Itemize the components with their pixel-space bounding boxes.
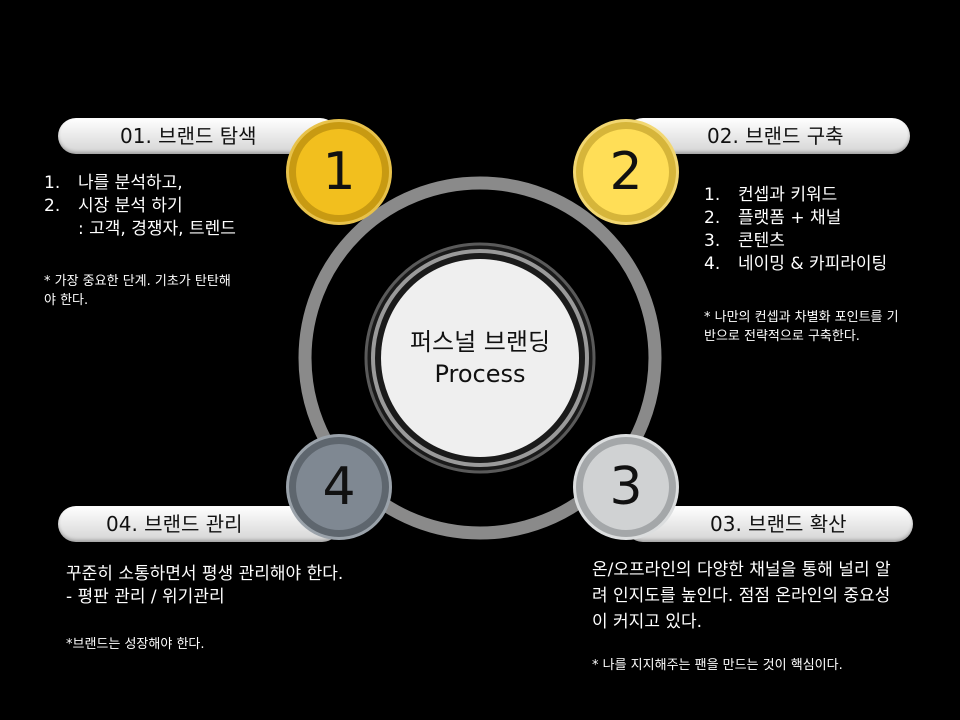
step1-number: 1: [322, 142, 356, 202]
center-circle: 퍼스널 브랜딩 Process: [381, 259, 579, 457]
step1-badge: 1: [289, 122, 389, 222]
list-item: 3.콘텐츠: [704, 231, 785, 251]
step2-title-pill: 02. 브랜드 구축: [625, 118, 910, 154]
center-subtitle: Process: [434, 360, 526, 388]
step4-text: 꾸준히 소통하면서 평생 관리해야 한다. - 평판 관리 / 위기관리: [66, 564, 344, 607]
list-item: 1.나를 분석하고,: [44, 173, 183, 193]
list-item: 4.네이밍 & 카피라이팅: [704, 254, 888, 274]
step2-note: * 나만의 컨셉과 차별화 포인트를 기 반으로 전략적으로 구축한다.: [704, 310, 899, 344]
step1-note: * 가장 중요한 단계. 기초가 탄탄해 야 한다.: [44, 274, 231, 308]
step3-number: 3: [609, 457, 643, 517]
outer-ring: [298, 176, 662, 540]
list-subitem: : 고객, 경쟁자, 트렌드: [78, 219, 236, 239]
list-item: 1.컨셉과 키워드: [704, 185, 838, 205]
step4-badge: 4: [289, 437, 389, 537]
step1-title-pill: 01. 브랜드 탐색: [58, 118, 338, 154]
step1-list: 1.나를 분석하고, 2.시장 분석 하기 : 고객, 경쟁자, 트렌드: [44, 172, 236, 241]
step4-title: 04. 브랜드 관리: [106, 512, 243, 536]
step3-note: * 나를 지지해주는 팬을 만드는 것이 핵심이다.: [592, 658, 843, 673]
list-item: 2.플랫폼 + 채널: [704, 208, 842, 228]
step1-title: 01. 브랜드 탐색: [120, 124, 257, 148]
step3-text: 온/오프라인의 다양한 채널을 통해 널리 알 려 인지도를 높인다. 점점 온…: [592, 560, 891, 632]
list-item: 2.시장 분석 하기: [44, 196, 183, 216]
step3-badge: 3: [576, 437, 676, 537]
center-title: 퍼스널 브랜딩: [409, 328, 551, 356]
step4-note: *브랜드는 성장해야 한다.: [66, 637, 205, 652]
step2-list: 1.컨셉과 키워드 2.플랫폼 + 채널 3.콘텐츠 4.네이밍 & 카피라이팅: [704, 184, 887, 276]
step4-number: 4: [322, 457, 356, 517]
inner-ring-light: [371, 249, 589, 467]
step2-title: 02. 브랜드 구축: [707, 124, 844, 148]
step4-title-pill: 04. 브랜드 관리: [58, 506, 340, 542]
step3-title: 03. 브랜드 확산: [710, 512, 847, 536]
step3-title-pill: 03. 브랜드 확산: [625, 506, 913, 542]
step2-badge: 2: [576, 122, 676, 222]
step2-number: 2: [609, 142, 643, 202]
